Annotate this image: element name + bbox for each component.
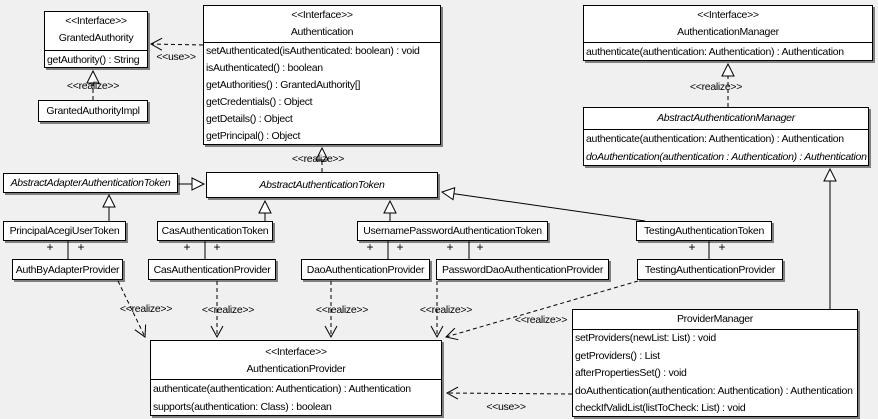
class-name: AbstractAuthenticationManager xyxy=(657,112,795,124)
realize-label: <<realize>> xyxy=(514,314,568,326)
method-label: getAuthorities() : GrantedAuthority[] xyxy=(206,79,361,91)
class-name: GrantedAuthority xyxy=(58,32,134,44)
class-abstract-adapter-authentication-token: AbstractAdapterAuthenticationToken xyxy=(3,173,178,193)
class-name: CasAuthenticationToken xyxy=(161,225,269,237)
realize-label: <<realize>> xyxy=(419,304,473,316)
association-plus: + xyxy=(446,240,454,254)
method-label: getProviders() : List xyxy=(575,349,660,362)
method-label: afterPropertiesSet() : void xyxy=(575,367,687,379)
class-name: DaoAuthenticationProvider xyxy=(306,263,425,276)
method-label: getPrincipal() : Object xyxy=(206,130,301,142)
class-name: CasAuthenticationProvider xyxy=(153,263,271,276)
association-plus: + xyxy=(46,240,54,254)
class-username-password-authentication-token: UsernamePasswordAuthenticationToken xyxy=(357,221,548,241)
class-dao-authentication-provider: DaoAuthenticationProvider xyxy=(301,259,430,280)
association-plus: + xyxy=(183,240,191,254)
class-password-dao-authentication-provider: PasswordDaoAuthenticationProvider xyxy=(436,259,609,280)
class-granted-authority: <<Interface>> GrantedAuthority getAuthor… xyxy=(44,11,148,68)
method-label: authenticate(authentication: Authenticat… xyxy=(153,383,411,395)
class-authentication-manager: <<Interface>> AuthenticationManager auth… xyxy=(583,5,873,61)
method-label: setProviders(newList: List) : void xyxy=(575,332,716,344)
method-label: setAuthenticated(isAuthenticated: boolea… xyxy=(206,45,420,57)
class-testing-authentication-provider: TestingAuthenticationProvider xyxy=(637,259,783,280)
class-name: AuthenticationProvider xyxy=(246,363,346,375)
method-label: checkIfValidList(listToCheck: List) : vo… xyxy=(575,402,746,414)
use-label: <<use>> xyxy=(156,51,196,63)
method-label: authenticate(authentication: Authenticat… xyxy=(586,46,844,58)
association-plus: + xyxy=(476,240,484,254)
method-label: getCredentials() : Object xyxy=(206,96,313,108)
association-plus: + xyxy=(718,240,726,254)
class-name: AuthByAdapterProvider xyxy=(15,263,120,276)
method-label: doAuthentication(authentication : Authen… xyxy=(586,151,867,163)
method-label: doAuthentication(authentication: Authent… xyxy=(575,384,853,397)
class-name: AbstractAdapterAuthenticationToken xyxy=(10,177,171,189)
class-name: Authentication xyxy=(290,26,354,38)
association-plus: + xyxy=(77,240,85,254)
association-plus: + xyxy=(213,240,221,254)
class-provider-manager: ProviderManager setProviders(newList: Li… xyxy=(572,309,858,417)
class-name: TestingAuthenticationProvider xyxy=(644,263,776,276)
class-auth-by-adapter-provider: AuthByAdapterProvider xyxy=(12,259,123,280)
realize-label: <<realize>> xyxy=(291,153,345,165)
stereotype-label: <<Interface>> xyxy=(291,9,353,21)
class-cas-authentication-token: CasAuthenticationToken xyxy=(157,221,273,241)
class-abstract-authentication-token: AbstractAuthenticationToken xyxy=(206,172,438,198)
class-authentication: <<Interface>> Authentication setAuthenti… xyxy=(203,5,441,145)
class-name: GrantedAuthorityImpl xyxy=(46,105,140,117)
class-name: PasswordDaoAuthenticationProvider xyxy=(441,263,604,276)
class-authentication-provider: <<Interface>> AuthenticationProvider aut… xyxy=(150,340,442,416)
stereotype-label: <<Interface>> xyxy=(65,15,127,27)
generalization-testing-authentication-token xyxy=(440,187,646,222)
class-abstract-authentication-manager: AbstractAuthenticationManager authentica… xyxy=(583,107,869,166)
method-label: getAuthority() : String xyxy=(47,54,140,66)
class-name: UsernamePasswordAuthenticationToken xyxy=(363,225,542,237)
realize-label: <<realize>> xyxy=(201,304,255,316)
association-plus: + xyxy=(688,240,696,254)
class-name: TestingAuthenticationToken xyxy=(643,225,765,237)
association-plus: + xyxy=(366,240,374,254)
class-name: AbstractAuthenticationToken xyxy=(259,179,385,191)
realize-label: <<realize>> xyxy=(689,81,743,93)
use-label: <<use>> xyxy=(486,401,526,413)
class-cas-authentication-provider: CasAuthenticationProvider xyxy=(148,259,276,280)
class-granted-authority-impl: GrantedAuthorityImpl xyxy=(38,100,148,122)
method-label: isAuthenticated() : boolean xyxy=(206,62,323,74)
class-name: AuthenticationManager xyxy=(677,26,779,38)
method-label: authenticate(authentication: Authenticat… xyxy=(586,133,844,145)
realize-label: <<realize>> xyxy=(315,304,369,316)
class-name: ProviderManager xyxy=(676,313,754,325)
stereotype-label: <<Interface>> xyxy=(265,346,327,358)
class-testing-authentication-token: TestingAuthenticationToken xyxy=(636,221,772,241)
realize-label: <<realize>> xyxy=(119,303,173,315)
method-label: supports(authentication: Class) : boolea… xyxy=(153,401,332,413)
association-plus: + xyxy=(396,240,404,254)
use-authentication-to-granted-authority xyxy=(149,37,204,51)
class-name: PrincipalAcegiUserToken xyxy=(9,225,120,237)
use-provider-manager-to-authentication-provider xyxy=(445,386,573,400)
method-label: getDetails() : Object xyxy=(206,113,293,125)
class-principal-acegi-user-token: PrincipalAcegiUserToken xyxy=(3,221,126,241)
stereotype-label: <<Interface>> xyxy=(697,9,759,21)
realize-label: <<realize>> xyxy=(66,80,120,92)
